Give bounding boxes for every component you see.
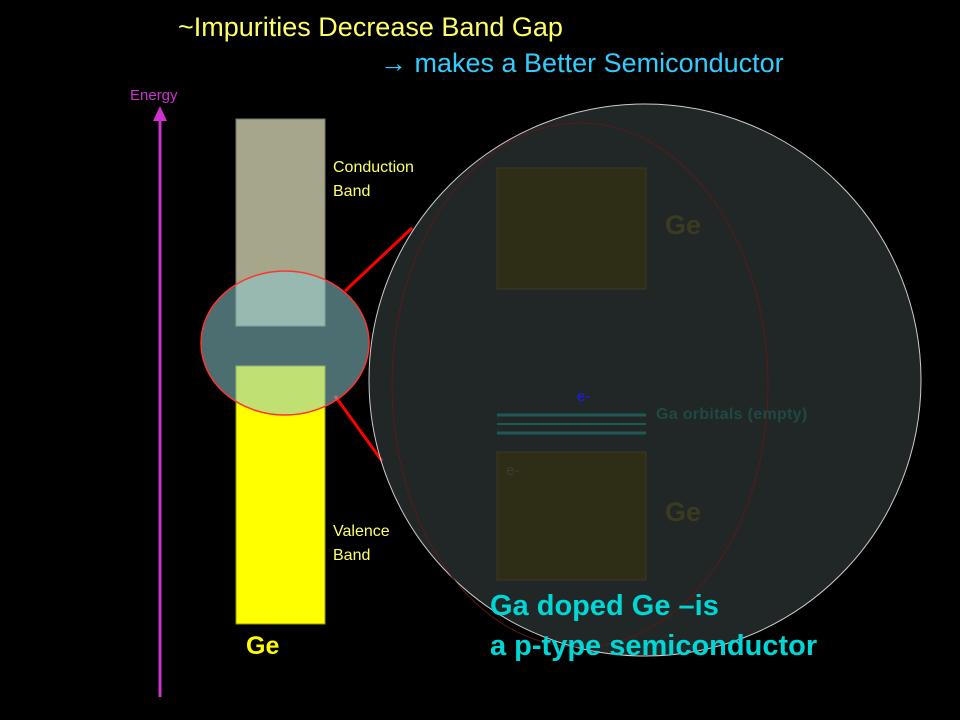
energy-axis-label: Energy xyxy=(130,87,178,104)
conduction-band-label: Conduction Band xyxy=(333,156,414,204)
zoomed-ge-bottom-label: Ge xyxy=(665,497,702,527)
energy-axis-arrowhead xyxy=(153,106,167,121)
electron-lower-label: e- xyxy=(506,462,520,479)
caption-line-2: a p-type semiconductor xyxy=(490,630,818,662)
caption-line-1: Ga doped Ge –is xyxy=(490,590,719,622)
ga-orbitals-label: Ga orbitals (empty) xyxy=(656,406,808,423)
title-line-1: ~Impurities Decrease Band Gap xyxy=(178,12,563,42)
zoomed-conduction-band xyxy=(496,167,647,290)
zoomed-ge-top-label: Ge xyxy=(665,210,702,240)
conduction-band-label-line-2: Band xyxy=(333,183,371,200)
zoomed-view-inner-outline xyxy=(391,122,769,648)
zoom-connector-lower xyxy=(333,395,384,462)
material-label: Ge xyxy=(246,632,280,660)
band-gap-magnifier xyxy=(200,270,370,416)
valence-band-label-line-1: Valence xyxy=(333,523,390,540)
electron-upper-label: e- xyxy=(577,388,591,405)
valence-band-label-line-2: Band xyxy=(333,547,371,564)
conduction-band-label-line-1: Conduction xyxy=(333,159,414,176)
valence-band-label: Valence Band xyxy=(333,520,390,568)
zoomed-valence-band xyxy=(496,451,647,581)
title-line-2: → makes a Better Semiconductor xyxy=(380,48,784,78)
zoom-connector-upper xyxy=(343,226,414,293)
